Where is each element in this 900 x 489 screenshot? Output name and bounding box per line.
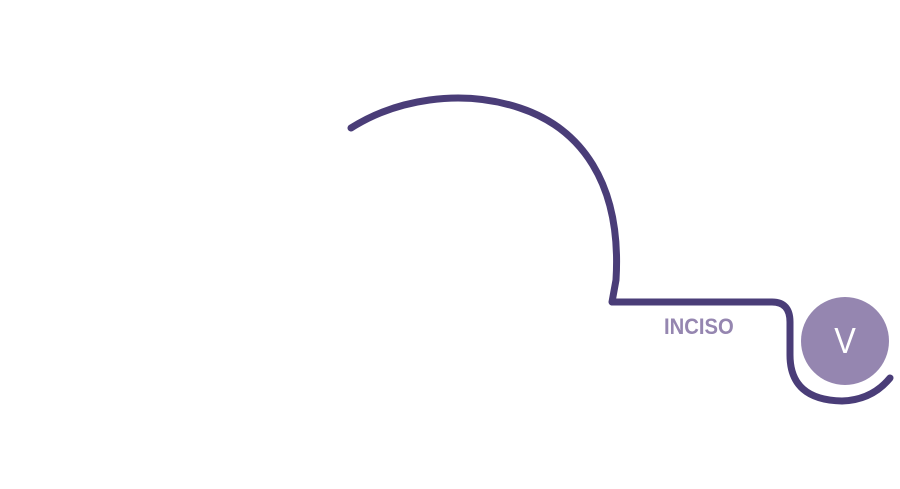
arc-connector-line — [347, 94, 894, 405]
step-number-badge: V — [801, 297, 889, 385]
step-label: INCISO — [664, 314, 734, 339]
step-number-text: V — [834, 320, 856, 361]
